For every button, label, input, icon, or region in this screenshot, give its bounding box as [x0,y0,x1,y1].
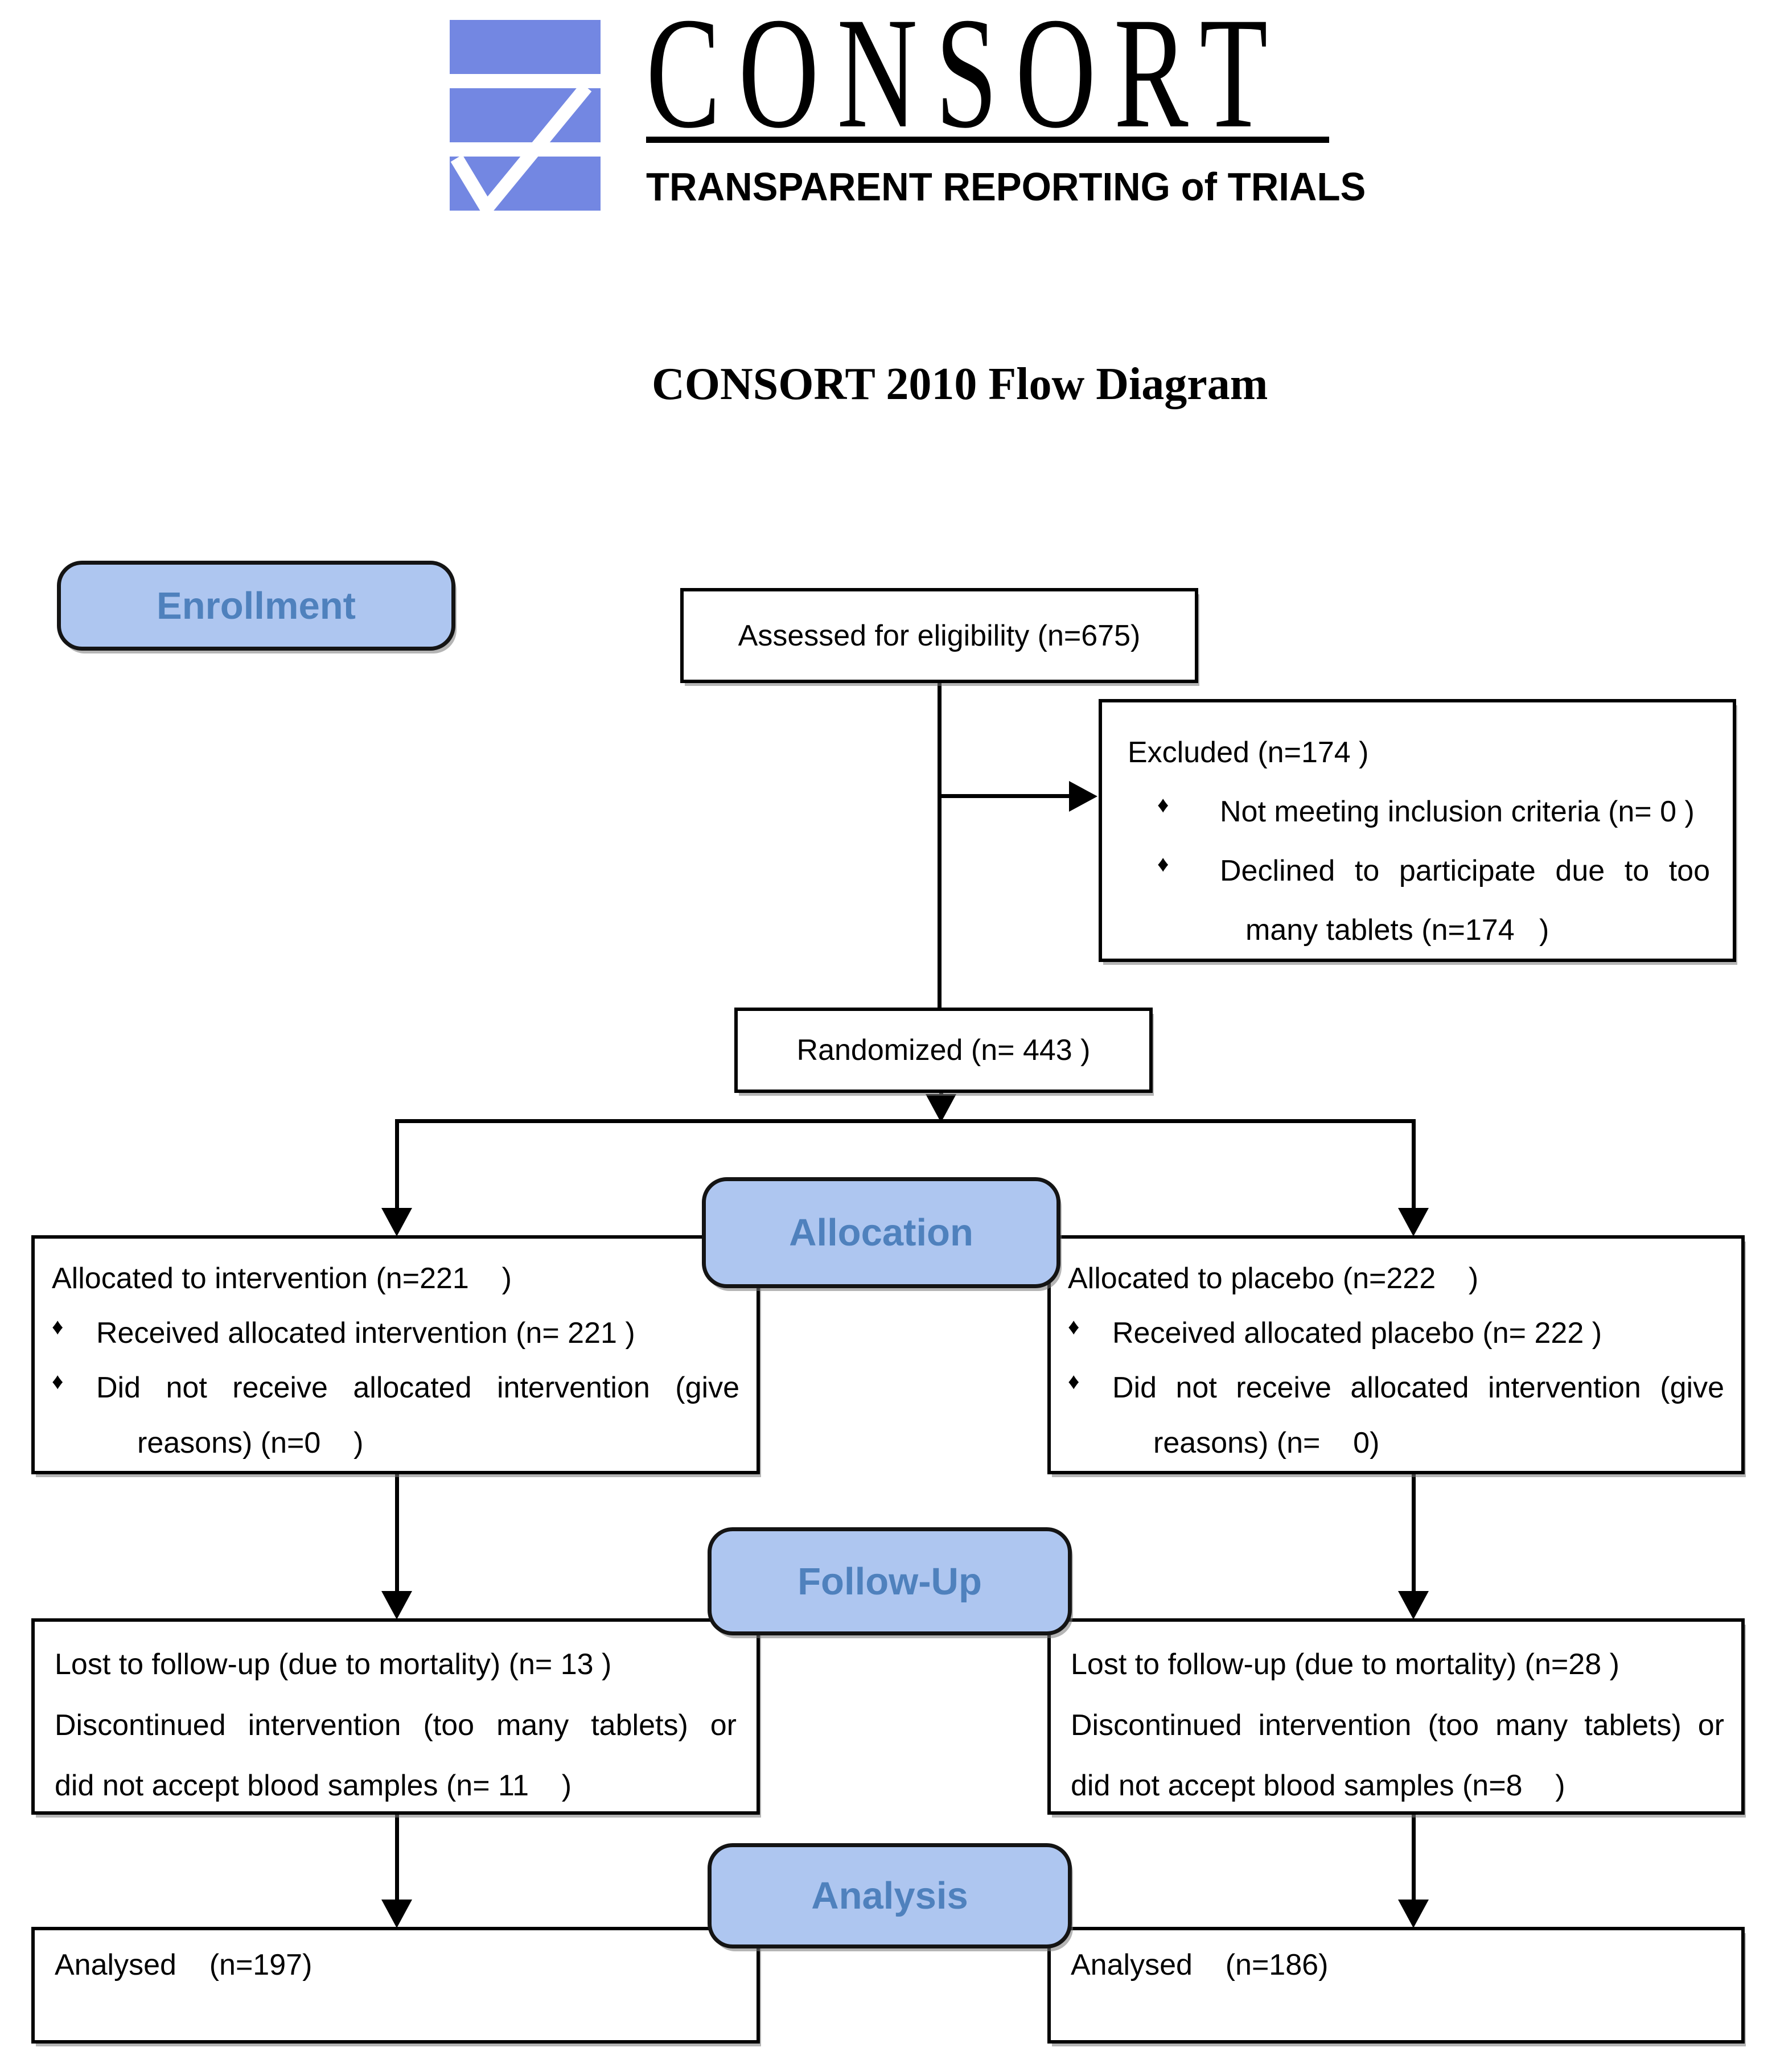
box-text-line: ♦ Not meeting inclusion criteria (n= 0 ) [1128,782,1710,841]
consort-logo [450,20,601,211]
box-text-line: Discontinued intervention (too many tabl… [1071,1708,1724,1742]
diamond-bullet-icon: ♦ [1068,1314,1080,1340]
box-text-line: reasons) (n=0 ) [137,1426,364,1460]
connector-intervention-to-followup [395,1474,399,1592]
analysed-intervention-box: Analysed (n=197) [31,1927,760,2044]
assessed-for-eligibility-box: Assessed for eligibility (n=675) [680,588,1198,683]
box-text: Did not receive allocated intervention (… [96,1371,739,1405]
split-line-randomization [397,1119,1413,1123]
box-text: Received allocated intervention (n= 221 … [96,1317,635,1350]
box-text-line: did not accept blood samples (n= 11 ) [55,1769,572,1803]
connector-followup-to-analysis-left [395,1815,399,1900]
logo-square-top [450,20,601,74]
box-text-line: Lost to follow-up (due to mortality) (n=… [1071,1648,1619,1681]
arrowhead-into-followup-left [381,1591,412,1619]
diamond-bullet-icon: ♦ [52,1369,64,1395]
diamond-bullet-icon: ♦ [1157,792,1169,817]
box-text-line: Allocated to intervention (n=221 ) [52,1262,512,1295]
arrowhead-into-placebo [1398,1208,1429,1236]
diamond-bullet-icon: ♦ [1157,852,1169,877]
box-text-line: Analysed (n=197) [55,1948,313,1981]
logo-divider-rule [646,137,1329,143]
box-text-line: Assessed for eligibility (n=675) [738,619,1141,652]
arrowhead-into-analysed-left [381,1900,412,1928]
connector-placebo-to-followup [1412,1474,1416,1592]
box-text-line: many tablets (n=174 ) [1245,914,1549,947]
box-text: Did not receive allocated intervention (… [1112,1371,1724,1405]
box-text-line: Discontinued intervention (too many tabl… [55,1708,737,1742]
followup-placebo-box: Lost to follow-up (due to mortality) (n=… [1047,1618,1745,1815]
box-text-line: reasons) (n= 0) [1153,1426,1380,1460]
connector-assessed-to-randomized [938,683,942,1008]
box-text-line: ♦ Did not receive allocated intervention … [52,1360,739,1415]
box-text-line: Excluded (n=174 ) [1128,736,1369,769]
excluded-box: Excluded (n=174 ) ♦ Not meeting inclusion … [1099,699,1736,962]
arrowhead-into-followup-right [1398,1591,1429,1619]
box-text-line: ♦ Declined to participate due to too [1128,841,1710,901]
connector-split-to-intervention [395,1119,399,1210]
connector-followup-to-analysis-right [1412,1815,1416,1900]
box-text-line: Allocated to placebo (n=222 ) [1068,1262,1479,1295]
connector-branch-to-excluded [939,794,1071,798]
stage-label-followup: Follow-Up [708,1527,1072,1635]
arrowhead-into-analysed-right [1398,1900,1429,1928]
randomized-box: Randomized (n= 443 ) [734,1008,1153,1093]
diamond-bullet-icon: ♦ [1068,1369,1080,1395]
analysed-placebo-box: Analysed (n=186) [1047,1927,1745,2044]
followup-intervention-box: Lost to follow-up (due to mortality) (n=… [31,1618,760,1815]
arrowhead-into-intervention [381,1208,412,1236]
box-text: Received allocated placebo (n= 222 ) [1112,1317,1602,1350]
box-text: Declined to participate due to too [1220,854,1710,887]
connector-split-to-placebo [1412,1119,1416,1210]
logo-checkmark-icon [450,83,592,211]
stage-label-enrollment: Enrollment [57,561,455,651]
box-text-line: ♦ Received allocated intervention (n= 221… [52,1306,739,1360]
box-text-line: Lost to follow-up (due to mortality) (n=… [55,1648,612,1681]
stage-label-allocation: Allocation [702,1177,1060,1288]
diamond-bullet-icon: ♦ [52,1314,64,1340]
allocated-placebo-box: Allocated to placebo (n=222 ) ♦ Received a… [1047,1235,1745,1474]
consort-tagline: TRANSPARENT REPORTING of TRIALS [646,165,1366,209]
box-text-line: did not accept blood samples (n=8 ) [1071,1769,1565,1803]
arrowhead-into-excluded [1069,781,1097,812]
box-text: Not meeting inclusion criteria (n= 0 ) [1220,795,1695,828]
allocated-intervention-box: Allocated to intervention (n=221 ) ♦ Recei… [31,1235,760,1474]
box-text-line: Randomized (n= 443 ) [796,1034,1091,1067]
box-text-line: ♦ Did not receive allocated intervention … [1068,1360,1724,1415]
box-text-line: ♦ Received allocated placebo (n= 222 ) [1068,1306,1724,1360]
box-text-line: Analysed (n=186) [1071,1948,1329,1981]
figure-title: CONSORT 2010 Flow Diagram [652,359,1268,409]
consort-wordmark: CONSORT [646,0,1286,161]
arrowhead-onto-split-line [926,1094,956,1123]
stage-label-analysis: Analysis [708,1843,1072,1948]
